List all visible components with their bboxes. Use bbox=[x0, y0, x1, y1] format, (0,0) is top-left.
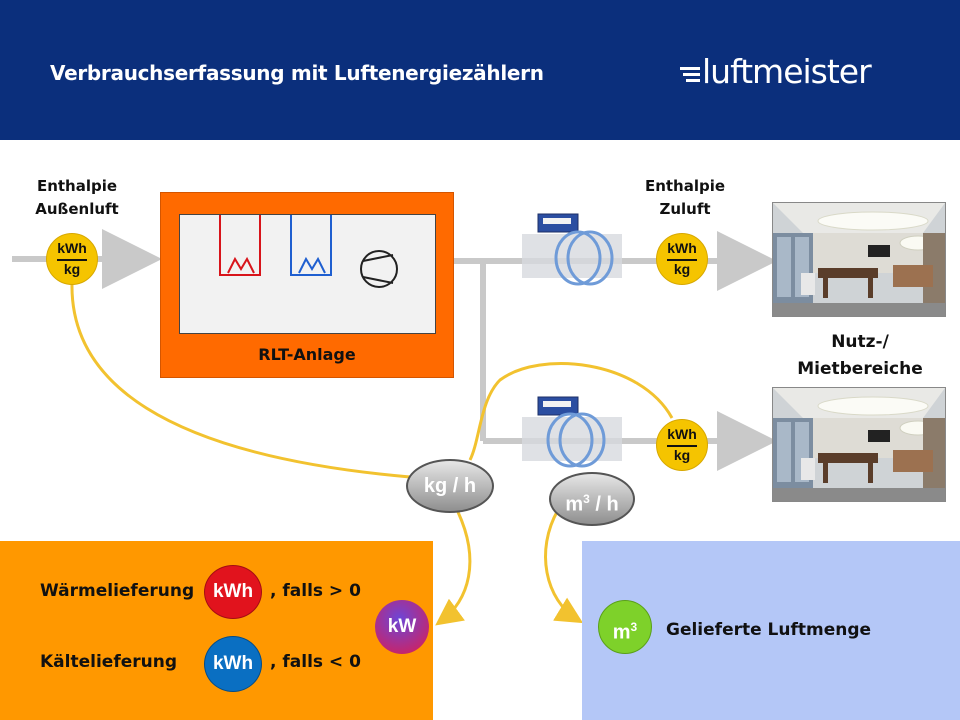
heat-kwh-badge: kWh bbox=[204, 565, 262, 619]
heat-condition: , falls > 0 bbox=[270, 581, 361, 601]
logo-text: luftmeister bbox=[702, 52, 872, 91]
fan-icon bbox=[360, 250, 398, 288]
ahu-components bbox=[219, 210, 398, 288]
heating-coil-icon bbox=[219, 210, 261, 276]
signal-line-to-power bbox=[435, 511, 472, 626]
fraction-bar bbox=[667, 259, 697, 261]
mass-flow-unit: kg / h bbox=[423, 475, 477, 497]
unit-denominator: kg bbox=[673, 261, 691, 277]
cold-kwh-badge: kWh bbox=[204, 636, 262, 692]
volume-unit-base: m bbox=[612, 621, 631, 644]
power-kw-badge: kW bbox=[375, 600, 429, 654]
unit-denominator: kg bbox=[63, 261, 81, 277]
office-room-image-upper bbox=[772, 202, 946, 317]
office-room-image-lower bbox=[772, 387, 946, 502]
enthalpy-meter-outside: kWh kg bbox=[46, 233, 98, 285]
ahu-label: RLT-Anlage bbox=[258, 345, 356, 364]
label-line: Enthalpie bbox=[36, 177, 118, 195]
energy-delivery-panel: Wärmelieferung kWh , falls > 0 Kältelief… bbox=[0, 541, 433, 720]
cold-condition: , falls < 0 bbox=[270, 652, 361, 672]
unit-numerator: kWh bbox=[57, 240, 87, 256]
air-volume-panel: m3 Gelieferte Luftmenge bbox=[582, 541, 960, 720]
office-room-image bbox=[773, 388, 945, 501]
mass-flow-badge: kg / h bbox=[406, 459, 494, 513]
signal-line-branch-enthalpy bbox=[468, 362, 674, 461]
label-supply-air: Enthalpie Zuluft bbox=[630, 175, 740, 221]
label-outside-air: Enthalpie Außenluft bbox=[22, 175, 132, 221]
signal-line-outside-enthalpy bbox=[70, 282, 411, 479]
volume-flow-unit-exponent: 3 bbox=[583, 492, 590, 506]
volume-flow-unit-base: m bbox=[565, 493, 584, 516]
delivered-air-volume-label: Gelieferte Luftmenge bbox=[666, 620, 872, 640]
label-line: Enthalpie bbox=[644, 177, 726, 195]
volume-flow-badge: m3 / h bbox=[549, 472, 635, 526]
unit-numerator: kWh bbox=[667, 240, 697, 256]
signal-line-to-volume bbox=[544, 509, 584, 624]
label-line: Mietbereiche bbox=[797, 359, 923, 379]
unit-denominator: kg bbox=[673, 447, 691, 463]
airflow-sensor-icon-upper bbox=[522, 213, 622, 286]
label-line: Zuluft bbox=[659, 200, 711, 218]
volume-flow-unit-rest: / h bbox=[589, 493, 619, 516]
ahu-housing bbox=[179, 210, 436, 334]
cooling-coil-icon bbox=[290, 210, 332, 276]
page-title: Verbrauchserfassung mit Luftenergiezähle… bbox=[50, 61, 544, 85]
unit-numerator: kWh bbox=[667, 426, 697, 442]
fraction-bar bbox=[57, 259, 87, 261]
enthalpy-meter-branch: kWh kg bbox=[656, 419, 708, 471]
airflow-sensor-icon-lower bbox=[522, 396, 622, 468]
heat-delivery-label: Wärmelieferung bbox=[40, 581, 195, 601]
logo-speed-lines-icon bbox=[680, 67, 700, 82]
volume-m3-badge: m3 bbox=[598, 600, 652, 654]
cold-delivery-label: Kältelieferung bbox=[40, 652, 177, 672]
label-line: Nutz-/ bbox=[831, 332, 889, 352]
volume-unit-exponent: 3 bbox=[630, 620, 638, 634]
label-usage-areas: Nutz-/ Mietbereiche bbox=[780, 329, 940, 383]
label-line: Außenluft bbox=[35, 200, 119, 218]
fraction-bar bbox=[667, 445, 697, 447]
office-room-image bbox=[773, 203, 945, 316]
header-bar: Verbrauchserfassung mit Luftenergiezähle… bbox=[0, 0, 960, 140]
air-handling-unit: RLT-Anlage bbox=[160, 192, 454, 378]
enthalpy-meter-supply: kWh kg bbox=[656, 233, 708, 285]
